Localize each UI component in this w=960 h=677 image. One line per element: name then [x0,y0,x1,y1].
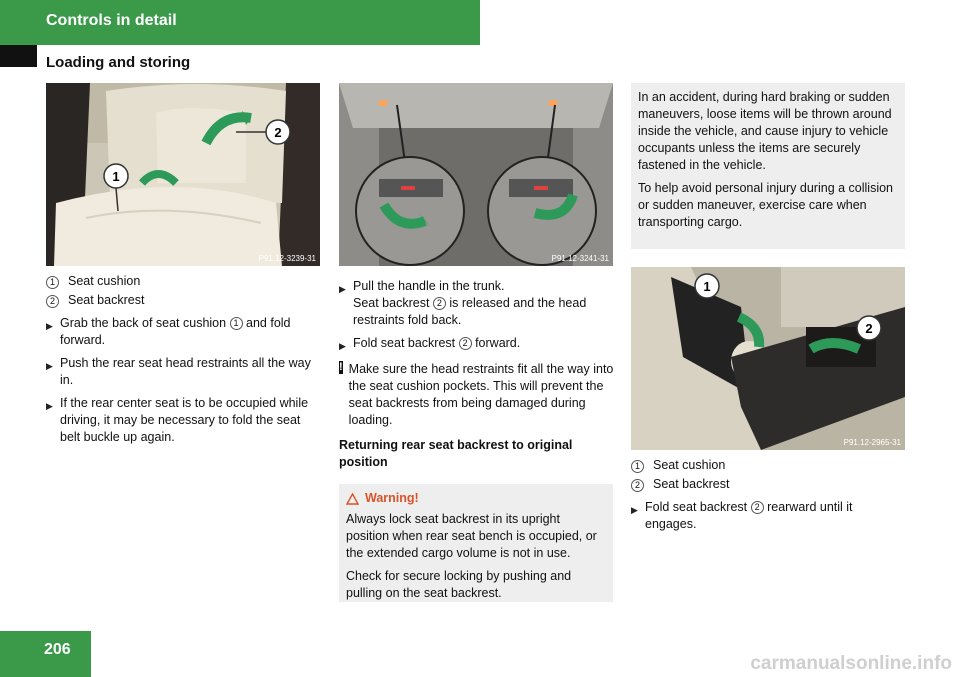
legend-number: 1 [631,460,644,473]
info-text: To help avoid personal injury during a c… [638,181,894,229]
instruction-step: ▶ Fold seat backrest 2 rearward until it … [631,499,907,533]
legend-item: 1 Seat cushion [46,273,322,290]
info-box: In an accident, during hard braking or s… [631,83,905,249]
instruction-step: ▶ Push the rear seat head restraints all … [46,355,322,389]
instruction-step: ▶ Fold seat backrest 2 forward. [339,335,615,355]
warning-text: Always lock seat backrest in its upright… [346,512,597,560]
step-text: and fold forward. [60,316,291,347]
arrow-icon: ▶ [46,321,53,331]
section-heading: Returning rear seat backrest to original… [339,438,573,469]
instruction-step: ▶ If the rear center seat is to be occupi… [46,395,322,446]
legend-number: 2 [631,479,644,492]
callout-1: 1 [112,169,119,184]
arrow-icon: ▶ [46,401,53,411]
page-number: 206 [44,641,71,658]
arrow-icon: ▶ [339,284,346,294]
ref-number: 2 [458,337,472,350]
ref-number: 2 [432,297,446,310]
watermark: carmanualsonline.info [750,653,952,674]
arrow-icon: ▶ [46,361,53,371]
callout-2: 2 [274,125,281,140]
info-text: In an accident, during hard braking or s… [638,90,892,172]
image-code: P91.12-2965-31 [843,438,901,447]
legend-item: 2 Seat backrest [631,476,907,493]
rear-seat-photo: 1 2 P91.12-3239-31 [46,83,320,266]
legend-item: 1 Seat cushion [631,457,907,474]
column-3-text: 1 Seat cushion 2 Seat backrest ▶ Fold seat … [631,457,907,539]
step-text: Seat backrest [353,296,433,310]
step-text: Pull the handle in the trunk. [353,279,505,293]
subsection-title: Loading and storing [46,54,191,71]
legend-label: Seat cushion [68,274,141,288]
step-text: rearward until it engages. [645,500,853,531]
legend-label: Seat backrest [68,293,145,307]
exclamation-icon: ! [339,361,343,374]
legend-label: Seat backrest [653,477,730,491]
section-title: Controls in detail [46,12,177,29]
section-header-bar: Controls in detail [0,0,480,45]
step-text: Fold seat backrest [353,336,459,350]
callout-2: 2 [865,321,872,336]
legend-item: 2 Seat backrest [46,292,322,309]
callout-1: 1 [703,279,710,294]
arrow-icon: ▶ [339,341,346,351]
step-text: Push the rear seat head restraints all t… [60,356,311,387]
legend-number: 2 [46,295,59,308]
image-code: P91.12-3239-31 [258,254,316,263]
note-text: Make sure the head restraints fit all th… [348,362,614,427]
legend-number: 1 [46,276,59,289]
step-text: Grab the back of seat cushion [60,316,230,330]
column-2-text: ▶ Pull the handle in the trunk. Seat backr… [339,278,615,471]
arrow-icon: ▶ [631,505,638,515]
caution-note: ! Make sure the head restraints fit all t… [339,361,615,429]
step-text: If the rear center seat is to be occupie… [60,396,309,444]
folded-seat-photo: 1 2 P91.12-2965-31 [631,267,905,450]
instruction-step: ▶ Pull the handle in the trunk. Seat backr… [339,278,615,329]
trunk-photo: P91.12-3241-31 [339,83,613,266]
header-marker [0,45,37,67]
instruction-step: ▶ Grab the back of seat cushion 1 and fol… [46,315,322,349]
step-text: is released and the head restraints fold… [353,296,587,327]
ref-number: 2 [750,501,764,514]
rear-seat-illustration: 1 2 [46,83,320,266]
warning-label: Warning! [365,491,419,505]
image-code: P91.12-3241-31 [551,254,609,263]
warning-title: Warning! [346,490,606,507]
step-text: forward. [471,336,521,350]
warning-text: Check for secure locking by pushing and … [346,569,572,600]
ref-number: 1 [229,317,243,330]
legend-label: Seat cushion [653,458,726,472]
folded-seat-illustration: 1 2 [631,267,905,450]
warning-box: Warning! Always lock seat backrest in it… [339,484,613,602]
column-1-text: 1 Seat cushion 2 Seat backrest ▶ Grab the b… [46,273,322,452]
warning-triangle-icon [346,492,359,505]
page-number-box [0,631,91,677]
trunk-illustration [339,83,613,266]
step-text: Fold seat backrest [645,500,751,514]
